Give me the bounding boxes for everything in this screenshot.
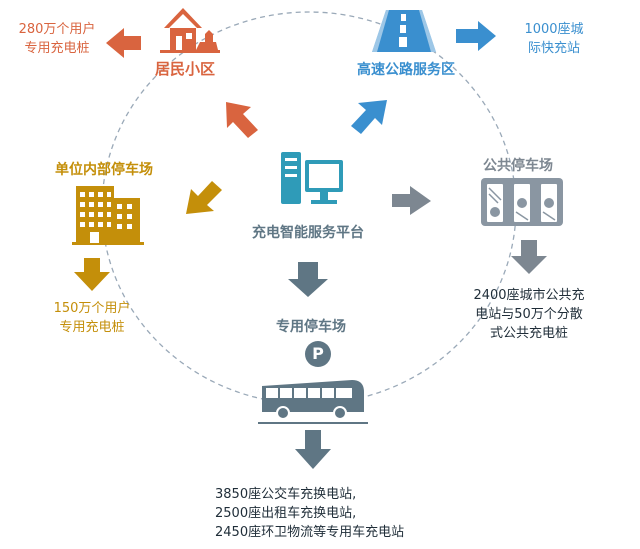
center-label: 充电智能服务平台 [252,225,364,241]
highway-label: 高速公路服务区 [357,62,455,78]
parking-symbol: P [312,344,324,363]
arrow-to-residential [226,102,258,138]
public-note-line-2: 电站与50万个分散 [475,307,583,322]
arrow-to-public [392,186,431,215]
dedicated-note-line-2: 2500座出租车充换电站, [215,506,357,521]
public-note-line-1: 2400座城市公共充 [473,288,585,303]
house-icon [160,8,220,53]
arrow-public-down [511,240,547,274]
arrow-to-workplace [186,181,222,214]
workplace-note-line-2: 专用充电桩 [59,320,125,335]
arrow-to-highway [351,100,387,134]
public-note-line-3: 式公共充电桩 [489,326,568,341]
bus-icon [258,380,368,424]
arrow-to-dedicated [288,262,328,297]
parking-garage-icon [481,178,563,226]
arrow-workplace-down [74,258,110,291]
dedicated-note-line-3: 2450座环卫物流等专用车充电站 [215,525,405,540]
highway-note-line-1: 1000座城 [524,22,584,37]
arrow-highway-right [456,21,496,51]
public-label: 公共停车场 [483,158,553,174]
workplace-label: 单位内部停车场 [55,162,153,178]
arrow-residential-left [106,28,141,58]
highway-road-icon [372,10,436,52]
workplace-note-line-1: 150万个用户 [53,301,131,316]
residential-note-line-2: 专用充电桩 [24,41,90,56]
dedicated-label: 专用停车场 [276,319,346,335]
residential-note-line-1: 280万个用户 [18,22,96,37]
dedicated-note-line-1: 3850座公交车充换电站, [215,487,357,502]
residential-label: 居民小区 [155,60,216,78]
highway-note-line-2: 际快充站 [527,41,580,56]
computer-server-icon [281,152,343,204]
arrow-dedicated-down [295,430,331,469]
office-building-icon [72,186,144,245]
parking-circle-icon [305,341,331,367]
